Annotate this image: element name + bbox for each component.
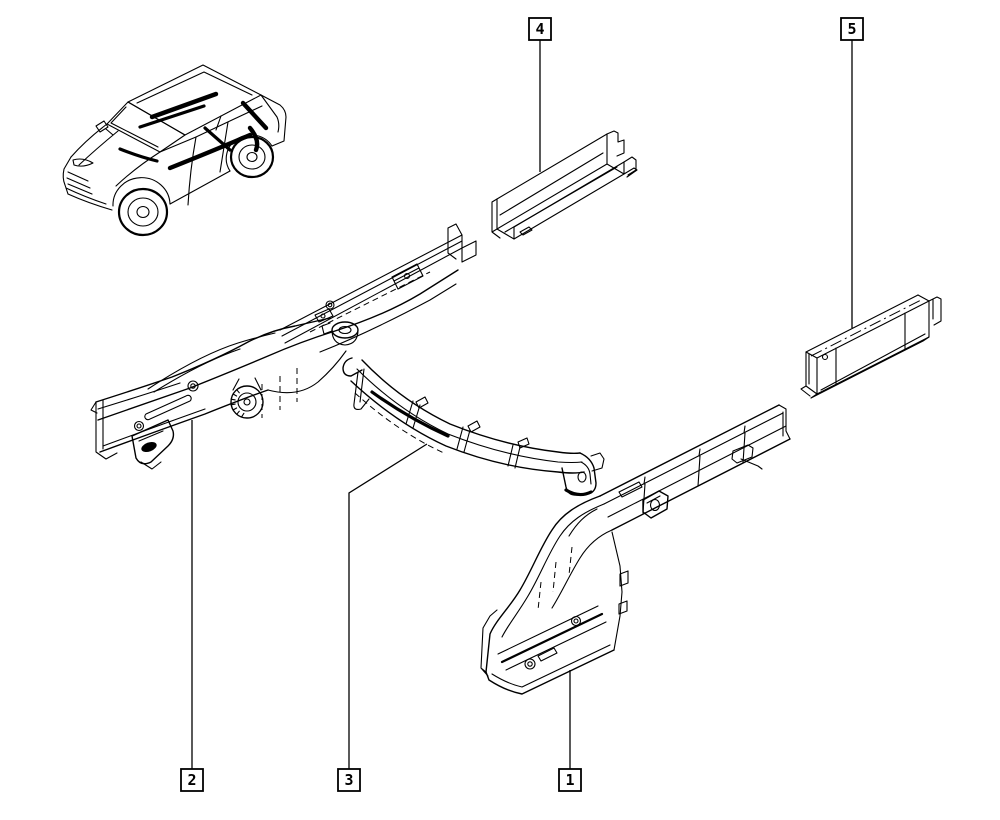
crossmember-end-foot [561,452,605,497]
part-4-sill-closing-section[interactable] [491,130,638,240]
callout-box-3[interactable] [337,768,361,792]
leader-line-3 [348,443,428,769]
part-3-floor-crossmember[interactable] [342,357,605,497]
spring-seat-disc [230,377,264,419]
clip-bracket [642,490,669,519]
highlighted-underbody-members [118,91,269,171]
part-5-sill-closing-section[interactable] [800,294,942,399]
callout-box-5[interactable] [840,17,864,41]
callout-label-3: 3 [344,771,353,789]
callout-2[interactable]: 2 [180,420,204,792]
callout-label-1: 1 [565,771,574,789]
callout-label-5: 5 [847,20,856,38]
part-1-side-member-right[interactable] [480,404,791,695]
callout-5[interactable]: 5 [840,17,864,328]
front-wheel [117,187,169,237]
callout-1[interactable]: 1 [558,670,582,792]
callout-4[interactable]: 4 [528,17,552,172]
jack-gusset-plate [131,419,175,470]
callout-box-1[interactable] [558,768,582,792]
callout-label-4: 4 [535,20,544,38]
callout-box-2[interactable] [180,768,204,792]
part-2-side-member-left[interactable] [90,223,477,470]
bushing-cup [321,321,359,346]
rear-wheel [229,135,275,179]
callout-box-4[interactable] [528,17,552,41]
vehicle-thumbnail [62,64,287,237]
callout-3[interactable]: 3 [337,443,428,792]
callout-label-2: 2 [187,771,196,789]
